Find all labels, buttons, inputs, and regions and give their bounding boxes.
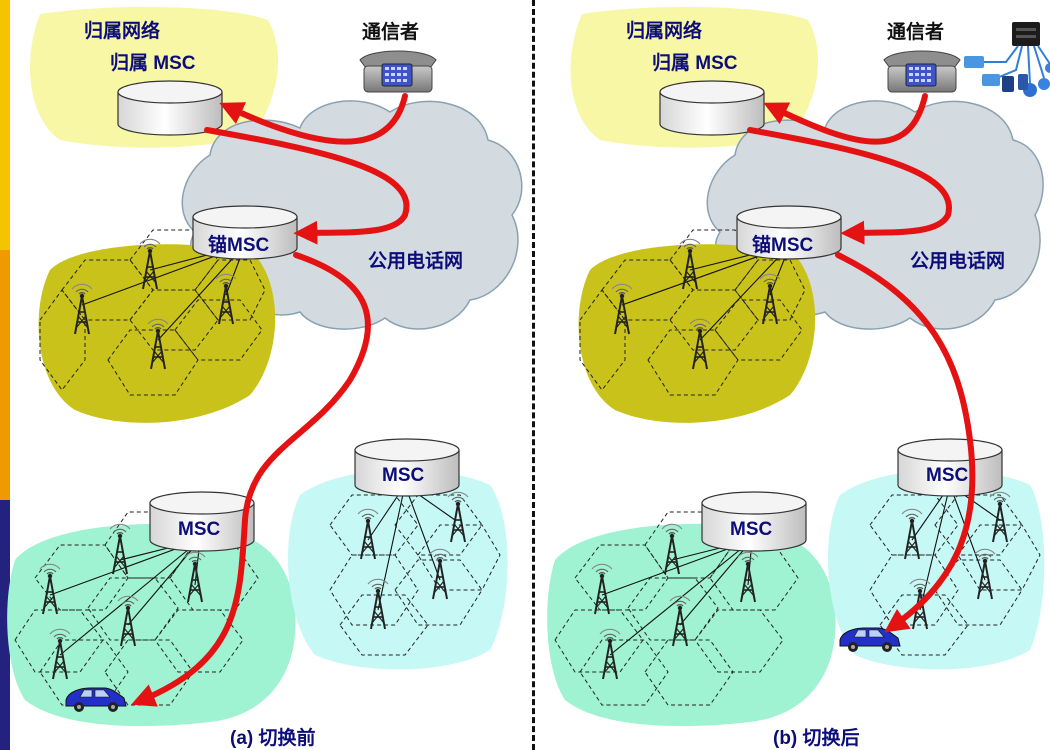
caption-before: (a) 切换前	[230, 728, 316, 749]
telephone-icon	[883, 50, 961, 93]
right-msc-label: MSC	[926, 465, 969, 486]
right-msc-cylinder-icon	[354, 438, 460, 497]
side-bar-navy	[0, 500, 10, 750]
route-arrow-home-to-anchor	[204, 127, 410, 245]
caption-after: (b) 切换后	[773, 728, 860, 749]
home-network-label: 归属网络	[626, 21, 703, 42]
target-msc-label: MSC	[178, 519, 221, 540]
target-msc-cylinder-icon	[701, 491, 807, 552]
caller-label: 通信者	[362, 22, 420, 43]
side-bar-yellow	[0, 0, 10, 250]
anchor-msc-cylinder-icon	[192, 205, 298, 260]
route-arrow-anchor-to-car	[131, 252, 371, 707]
target-region-cyan	[828, 469, 1045, 670]
anchor-region	[578, 244, 816, 423]
radio-links	[601, 244, 1001, 656]
route-arrow-caller-to-home	[763, 93, 928, 145]
target-msc-cylinder-icon	[149, 491, 255, 552]
target-region-cyan	[288, 469, 508, 670]
pstn-label: 公用电话网	[368, 251, 464, 272]
signal-route	[747, 93, 976, 633]
route-arrow-caller-to-home	[219, 93, 408, 145]
pstn-label: 公用电话网	[910, 251, 1006, 272]
panel-before-handover	[7, 6, 523, 727]
target-msc-label: MSC	[730, 519, 773, 540]
telephone-icon	[359, 50, 437, 93]
panel-divider	[532, 0, 535, 750]
caller-label: 通信者	[887, 22, 945, 43]
home-msc-cylinder-icon	[117, 80, 223, 136]
target-region-green	[547, 523, 836, 727]
anchor-msc-label: 锚MSC	[208, 235, 270, 256]
target-region-green	[7, 523, 296, 727]
home-msc-label: 归属 MSC	[110, 53, 196, 74]
anchor-msc-cylinder-icon	[736, 205, 842, 260]
right-msc-label: MSC	[382, 465, 425, 486]
home-network-label: 归属网络	[84, 21, 161, 42]
route-arrow-home-to-anchor	[747, 127, 952, 245]
car-icon	[839, 627, 901, 652]
signal-route	[131, 93, 410, 707]
home-msc-cylinder-icon	[659, 80, 765, 136]
network-hub-icon	[964, 22, 1050, 97]
right-msc-cylinder-icon	[897, 438, 1003, 497]
home-msc-label: 归属 MSC	[652, 53, 738, 74]
route-arrow-anchor-to-car	[835, 252, 976, 633]
car-icon	[65, 687, 127, 712]
anchor-msc-label: 锚MSC	[752, 235, 814, 256]
hex-grid	[14, 229, 501, 706]
panel-after-handover	[547, 6, 1050, 727]
side-bar-orange	[0, 250, 10, 500]
